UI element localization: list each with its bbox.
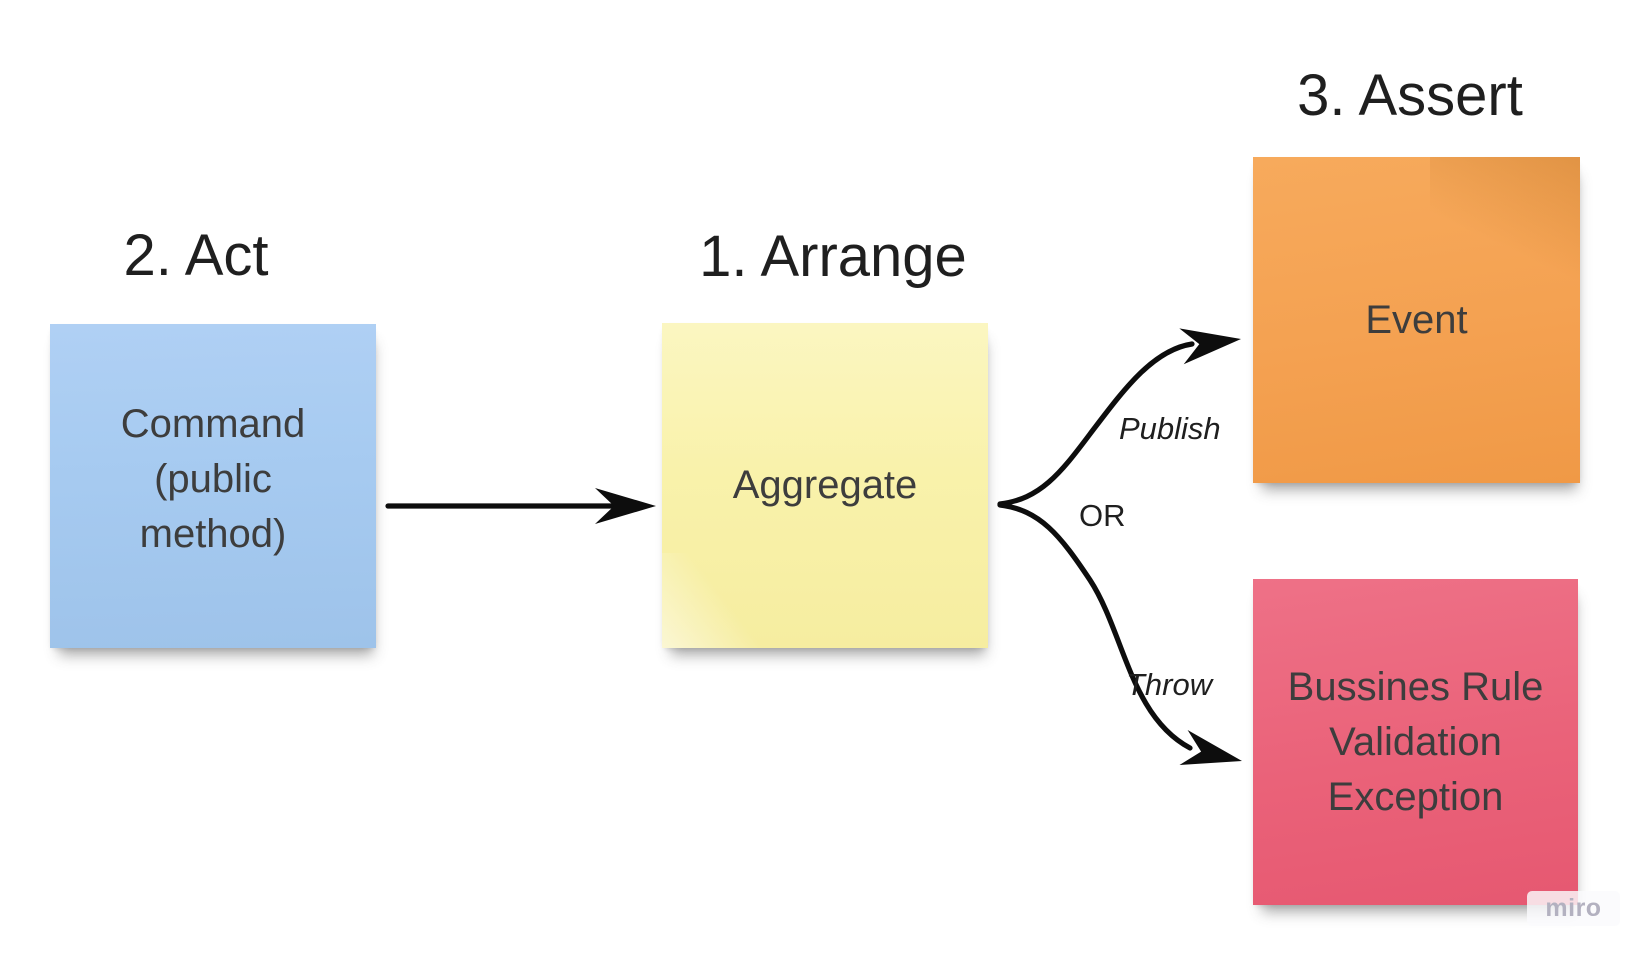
sticky-note-aggregate[interactable]: Aggregate xyxy=(662,323,988,648)
heading-arrange[interactable]: 1. Arrange xyxy=(699,224,967,289)
sticky-note-aggregate-text: Aggregate xyxy=(732,463,918,507)
connector-publish-curve[interactable] xyxy=(997,341,1195,507)
connector-label-or[interactable]: OR xyxy=(1079,498,1126,533)
arrowhead-into-event xyxy=(1179,328,1241,365)
connector-label-throw[interactable]: Throw xyxy=(1126,667,1213,702)
sticky-note-exception[interactable]: Bussines Rule Validation Exception xyxy=(1253,579,1578,905)
miro-logo-text: miro xyxy=(1545,894,1602,922)
arrowhead-into-exception xyxy=(1179,730,1242,765)
sticky-note-event-text: Event xyxy=(1365,297,1468,342)
sticky-note-exception-text: Bussines Rule Validation Exception xyxy=(1287,664,1544,819)
connector-throw-curve[interactable] xyxy=(997,502,1193,751)
sticky-note-command[interactable]: Command (public method) xyxy=(50,324,376,648)
miro-watermark: miro xyxy=(1527,891,1620,926)
arrowhead-into-aggregate xyxy=(595,488,656,524)
heading-act[interactable]: 2. Act xyxy=(123,223,269,288)
heading-assert[interactable]: 3. Assert xyxy=(1297,63,1523,128)
connector-label-publish[interactable]: Publish xyxy=(1119,411,1221,446)
sticky-note-event[interactable]: Event xyxy=(1253,157,1580,483)
sticky-note-command-text: Command (public method) xyxy=(120,401,306,556)
